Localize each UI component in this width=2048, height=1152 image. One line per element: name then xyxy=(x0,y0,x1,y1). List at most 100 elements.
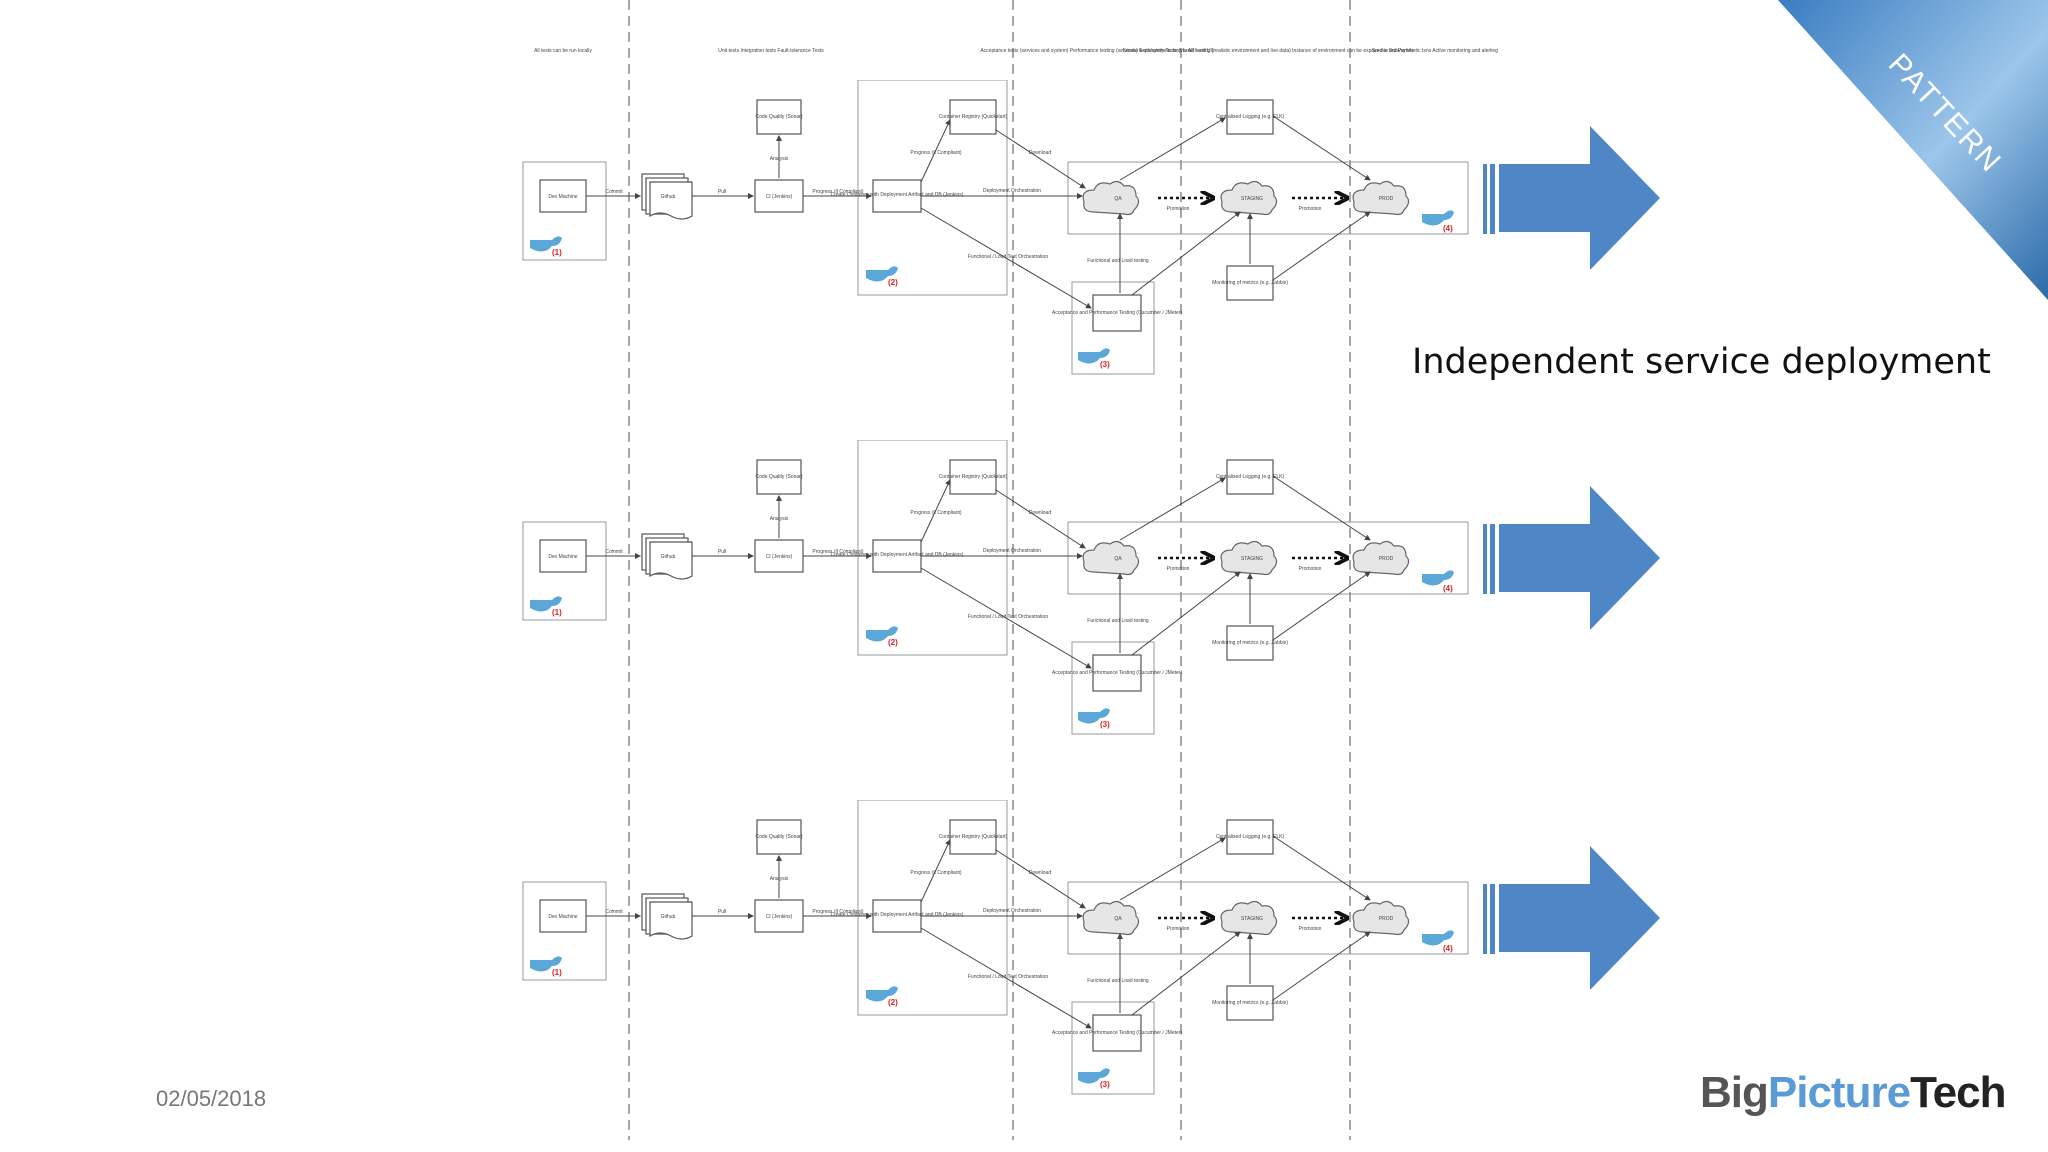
docker-icon-3 xyxy=(1078,348,1110,364)
staging-cloud xyxy=(1220,540,1278,576)
build-group-box xyxy=(857,80,1008,296)
docker-icon-4 xyxy=(1422,930,1454,946)
code-quality-node xyxy=(756,99,802,135)
edge-promotion-1: Promotion xyxy=(1167,206,1190,212)
monitoring-label: Monitoring of metrics (e.g. Zabbix) xyxy=(1212,280,1288,286)
marker-4: (4) xyxy=(1443,584,1453,593)
caption-prod: Smoke tests/synthetic txns Active monito… xyxy=(1372,48,1498,54)
dev-label: Dev Machine xyxy=(548,914,577,920)
edge-functional: Functional / Load Test Orchestration xyxy=(968,614,1048,620)
edge-analysis: Analysis xyxy=(770,516,789,522)
logo-part-3: Tech xyxy=(1910,1068,2006,1117)
edge-deployment: Deployment Orchestration xyxy=(983,188,1041,194)
edge-analysis: Analysis xyxy=(770,156,789,162)
create-container-node xyxy=(872,899,922,933)
dev-machine-node xyxy=(539,899,587,933)
docker-icon-4 xyxy=(1422,210,1454,226)
logo-part-1: Big xyxy=(1700,1068,1769,1117)
logging-node xyxy=(1226,99,1274,135)
quality-label: Code Quality (Sonar) xyxy=(756,474,803,480)
env-group-box xyxy=(1067,161,1469,235)
staging-label: STAGING xyxy=(1241,196,1263,202)
marker-3: (3) xyxy=(1100,720,1110,729)
edge-pull: Pull xyxy=(718,909,726,915)
prod-cloud xyxy=(1352,900,1410,936)
marker-1: (1) xyxy=(552,968,562,977)
marker-3: (3) xyxy=(1100,1080,1110,1089)
monitoring-label: Monitoring of metrics (e.g. Zabbix) xyxy=(1212,1000,1288,1006)
code-quality-node xyxy=(756,819,802,855)
edge-deployment: Deployment Orchestration xyxy=(983,548,1041,554)
testing-node xyxy=(1092,1014,1142,1052)
caption-staging: Smoke tests/synthetic txns Load testing … xyxy=(1123,48,1414,54)
edge-download: Download xyxy=(1029,150,1051,156)
create-label: Create Container with Deployment Artifac… xyxy=(831,912,964,918)
github-node xyxy=(641,173,693,220)
edge-progress: Progress (if Compliant) xyxy=(812,189,863,195)
edge-progress: Progress (if Compliant) xyxy=(812,909,863,915)
testing-node xyxy=(1092,294,1142,332)
edge-functional-load: Functional and Load testing xyxy=(1087,978,1149,984)
pipeline-diagram: Dev Machine Github CI (Jenkins) Code Qua… xyxy=(0,440,2048,780)
qa-label: QA xyxy=(1114,556,1122,562)
ci-label: CI (Jenkins) xyxy=(766,914,793,920)
docker-icon-1 xyxy=(530,956,562,972)
staging-cloud xyxy=(1220,900,1278,936)
create-label: Create Container with Deployment Artifac… xyxy=(831,192,964,198)
dev-group-box xyxy=(522,881,607,981)
edge-deployment: Deployment Orchestration xyxy=(983,908,1041,914)
env-group-box xyxy=(1067,881,1469,955)
docker-icon-2 xyxy=(866,266,898,282)
edge-promotion-1: Promotion xyxy=(1167,926,1190,932)
test-group-box xyxy=(1071,281,1155,375)
monitoring-label: Monitoring of metrics (e.g. Zabbix) xyxy=(1212,640,1288,646)
edge-download: Download xyxy=(1029,870,1051,876)
container-registry-node xyxy=(949,459,997,495)
edge-functional-load: Functional and Load testing xyxy=(1087,258,1149,264)
monitoring-node xyxy=(1226,625,1274,661)
create-label: Create Container with Deployment Artifac… xyxy=(831,552,964,558)
edge-progress: Progress (if Compliant) xyxy=(812,549,863,555)
caption-acceptance: Acceptance tests (services and system) P… xyxy=(980,48,1214,54)
deploy-arrow xyxy=(1483,846,1660,990)
logging-node xyxy=(1226,459,1274,495)
staging-label: STAGING xyxy=(1241,916,1263,922)
pattern-badge: PATTERN xyxy=(1778,0,2048,300)
create-container-node xyxy=(872,539,922,573)
edge-pull: Pull xyxy=(718,549,726,555)
logging-label: Centralised Logging (e.g. ELK) xyxy=(1216,834,1285,840)
edge-download: Download xyxy=(1029,510,1051,516)
edge-pull: Pull xyxy=(718,189,726,195)
qa-cloud xyxy=(1082,180,1140,216)
marker-4: (4) xyxy=(1443,944,1453,953)
staging-cloud xyxy=(1220,180,1278,216)
ci-label: CI (Jenkins) xyxy=(766,194,793,200)
marker-1: (1) xyxy=(552,608,562,617)
github-node xyxy=(641,893,693,940)
edge-analysis: Analysis xyxy=(770,876,789,882)
dev-machine-node xyxy=(539,539,587,573)
marker-2: (2) xyxy=(888,638,898,647)
docker-icon-1 xyxy=(530,596,562,612)
edge-commit: Commit xyxy=(605,909,623,915)
testing-label: Acceptance and Performance Testing (Cucu… xyxy=(1052,310,1183,316)
prod-label: PROD xyxy=(1379,556,1394,562)
pipeline-diagram: Dev Machine Github CI (Jenkins) Code Qua… xyxy=(0,80,2048,420)
docker-icon-4 xyxy=(1422,570,1454,586)
edge-functional: Functional / Load Test Orchestration xyxy=(968,254,1048,260)
docker-icon-3 xyxy=(1078,1068,1110,1084)
docker-icon-2 xyxy=(866,986,898,1002)
testing-label: Acceptance and Performance Testing (Cucu… xyxy=(1052,670,1183,676)
testing-label: Acceptance and Performance Testing (Cucu… xyxy=(1052,1030,1183,1036)
marker-2: (2) xyxy=(888,278,898,287)
edge-functional-load: Functional and Load testing xyxy=(1087,618,1149,624)
quality-label: Code Quality (Sonar) xyxy=(756,834,803,840)
logo-part-2: Picture xyxy=(1767,1068,1911,1117)
dev-group-box xyxy=(522,521,607,621)
ci-node xyxy=(754,899,804,933)
deploy-arrow xyxy=(1483,126,1660,270)
edge-promotion-1: Promotion xyxy=(1167,566,1190,572)
marker-4: (4) xyxy=(1443,224,1453,233)
